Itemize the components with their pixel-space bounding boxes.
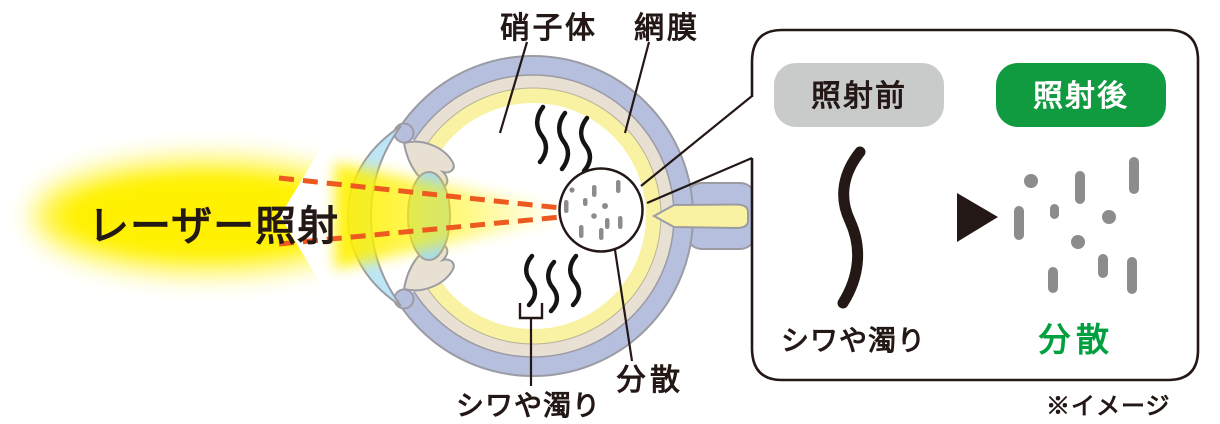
particle	[599, 228, 604, 240]
floater-squiggle	[546, 259, 560, 314]
before-floater-squiggle	[837, 146, 866, 309]
dispersion-particles-small	[564, 180, 623, 240]
before-badge	[774, 63, 944, 127]
particle	[602, 203, 608, 209]
sclera-cap-bottom	[393, 288, 415, 310]
vitreous-leader-line	[498, 41, 529, 134]
arrow-right-icon	[957, 193, 998, 242]
floaters-label: シワや濁り	[456, 390, 601, 421]
floater-squiggle	[524, 253, 538, 308]
vitreous-label: 硝子体	[500, 12, 598, 45]
before-badge-label: 照射前	[811, 80, 907, 113]
particle	[1129, 157, 1139, 194]
particle	[1071, 235, 1085, 249]
floater-squiggle	[579, 115, 593, 174]
particle	[616, 180, 621, 193]
dispersion-particles-large	[1014, 157, 1139, 294]
floater-squiggle	[568, 253, 582, 308]
particle	[1098, 254, 1108, 278]
callout-line-lower	[646, 156, 753, 205]
particle	[1014, 206, 1024, 240]
particle	[1024, 174, 1038, 188]
particle	[1102, 210, 1116, 224]
laser-glow-core	[67, 176, 347, 256]
label-leader-lines	[498, 41, 651, 386]
particle	[1127, 257, 1137, 294]
after-badge	[996, 63, 1166, 127]
particle	[583, 198, 588, 206]
callout-line-upper	[640, 95, 753, 187]
laser-label: レーザー照射	[88, 203, 339, 249]
vitreous-floaters	[524, 104, 593, 314]
dispersion-label: 分散	[616, 364, 684, 397]
floater-squiggle	[557, 110, 571, 172]
image-note: ※イメージ	[1046, 393, 1171, 420]
dispersion-leader-line	[613, 249, 634, 362]
particle	[564, 200, 569, 213]
particle	[591, 213, 597, 219]
callout-leader-lines	[640, 95, 753, 205]
after-caption: 分散	[1038, 321, 1114, 358]
particle	[1050, 204, 1059, 219]
particle	[605, 218, 610, 229]
retina-leader-line	[623, 41, 651, 134]
particle	[569, 187, 575, 193]
particle	[618, 216, 623, 229]
before-caption: シワや濁り	[781, 325, 926, 356]
after-badge-label: 照射後	[1033, 80, 1129, 113]
optic-nerve-core	[651, 203, 749, 230]
particle	[579, 225, 584, 238]
particle	[1048, 267, 1058, 293]
particle	[592, 185, 597, 197]
laser-beam-cone	[335, 163, 566, 269]
floater-squiggle	[535, 104, 549, 165]
sclera-cap-top	[393, 122, 415, 144]
retina-label: 網膜	[634, 11, 700, 45]
particle	[1075, 171, 1085, 204]
